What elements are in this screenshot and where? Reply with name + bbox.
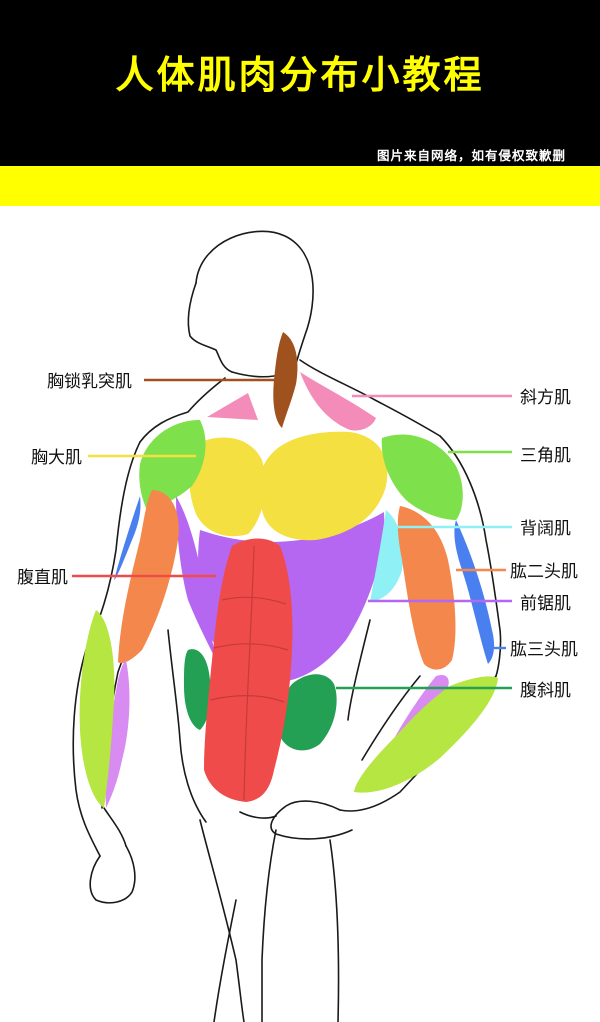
sternocleidomastoid-muscle	[273, 332, 298, 428]
external-oblique-right	[278, 674, 337, 751]
source-note: 图片来自网络，如有侵权致歉删	[376, 148, 566, 163]
label-deltoid: 三角肌	[520, 446, 571, 466]
label-triceps: 肱三头肌	[510, 640, 578, 660]
anatomy-figure: 胸锁乳突肌 胸大肌 腹直肌 斜方肌 三角肌 背阔肌 肱二头肌 前锯肌 肱三头肌 …	[0, 206, 600, 1022]
label-trapezius: 斜方肌	[520, 388, 571, 408]
label-latissimus-dorsi: 背阔肌	[520, 519, 571, 539]
deltoid-left	[139, 420, 206, 508]
rectus-segments	[209, 545, 289, 801]
label-rectus-abdominis: 腹直肌	[17, 568, 68, 588]
external-oblique-left	[184, 649, 211, 730]
leader-lines	[72, 378, 512, 690]
pectoralis-major-left	[189, 437, 266, 537]
forearm-right	[354, 676, 498, 793]
triceps-right	[454, 520, 495, 664]
label-pectoralis-major: 胸大肌	[31, 448, 82, 468]
trapezius-right	[300, 372, 376, 431]
label-serratus-anterior: 前锯肌	[520, 594, 571, 614]
yellow-band	[0, 166, 600, 206]
pectoralis-major-right	[259, 431, 388, 541]
trapezius-left	[207, 393, 258, 420]
face-outline	[187, 282, 233, 373]
forearm-inner-left	[105, 660, 130, 808]
biceps-right	[397, 506, 456, 670]
muscles	[79, 332, 498, 808]
label-biceps: 肱二头肌	[510, 562, 578, 582]
latissimus-dorsi-muscle	[370, 510, 404, 602]
page-title: 人体肌肉分布小教程	[115, 53, 485, 97]
forearm-left	[79, 610, 115, 808]
deltoid-right	[381, 434, 463, 520]
head-outline	[195, 230, 314, 373]
muscle-diagram-svg	[72, 230, 512, 1022]
triceps-left	[114, 496, 141, 580]
header-bar: 人体肌肉分布小教程 图片来自网络，如有侵权致歉删	[0, 0, 600, 166]
label-external-oblique: 腹斜肌	[520, 681, 571, 701]
label-sternocleidomastoid: 胸锁乳突肌	[47, 372, 132, 392]
